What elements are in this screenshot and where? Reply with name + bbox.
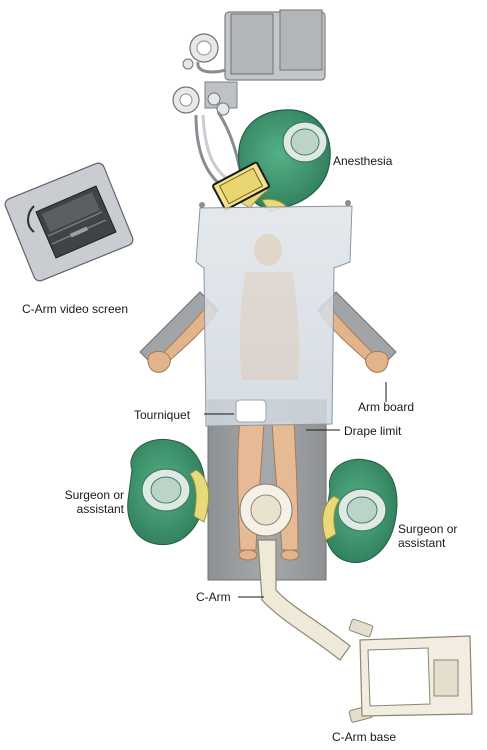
tourniquet (235, 399, 267, 423)
c-arm (239, 483, 351, 661)
surgeon-right-figure (322, 458, 398, 563)
label-tourniquet: Tourniquet (134, 408, 191, 422)
label-c-arm-base: C-Arm base (332, 730, 397, 744)
c-arm-video-screen (4, 162, 134, 282)
label-anesthesia: Anesthesia (333, 154, 393, 168)
label-surgeon-left-line2: assistant (76, 502, 124, 516)
c-arm-base (348, 618, 473, 723)
label-drape-limit: Drape limit (344, 424, 402, 438)
surgical-drape (195, 200, 353, 427)
label-surgeon-right-line1: Surgeon or (398, 522, 458, 536)
anesthesiologist-figure (212, 109, 331, 213)
label-arm-board: Arm board (358, 400, 415, 414)
surgeon-left-figure (127, 438, 210, 546)
label-surgeon-left-line1: Surgeon or (64, 488, 124, 502)
label-c-arm: C-Arm (196, 590, 231, 604)
label-surgeon-right: Surgeon or assistant (398, 522, 457, 550)
leader-lines (204, 382, 387, 598)
label-c-arm-video-screen: C-Arm video screen (22, 302, 129, 316)
label-surgeon-right-line2: assistant (398, 536, 446, 550)
label-surgeon-left: Surgeon or assistant (60, 488, 124, 516)
